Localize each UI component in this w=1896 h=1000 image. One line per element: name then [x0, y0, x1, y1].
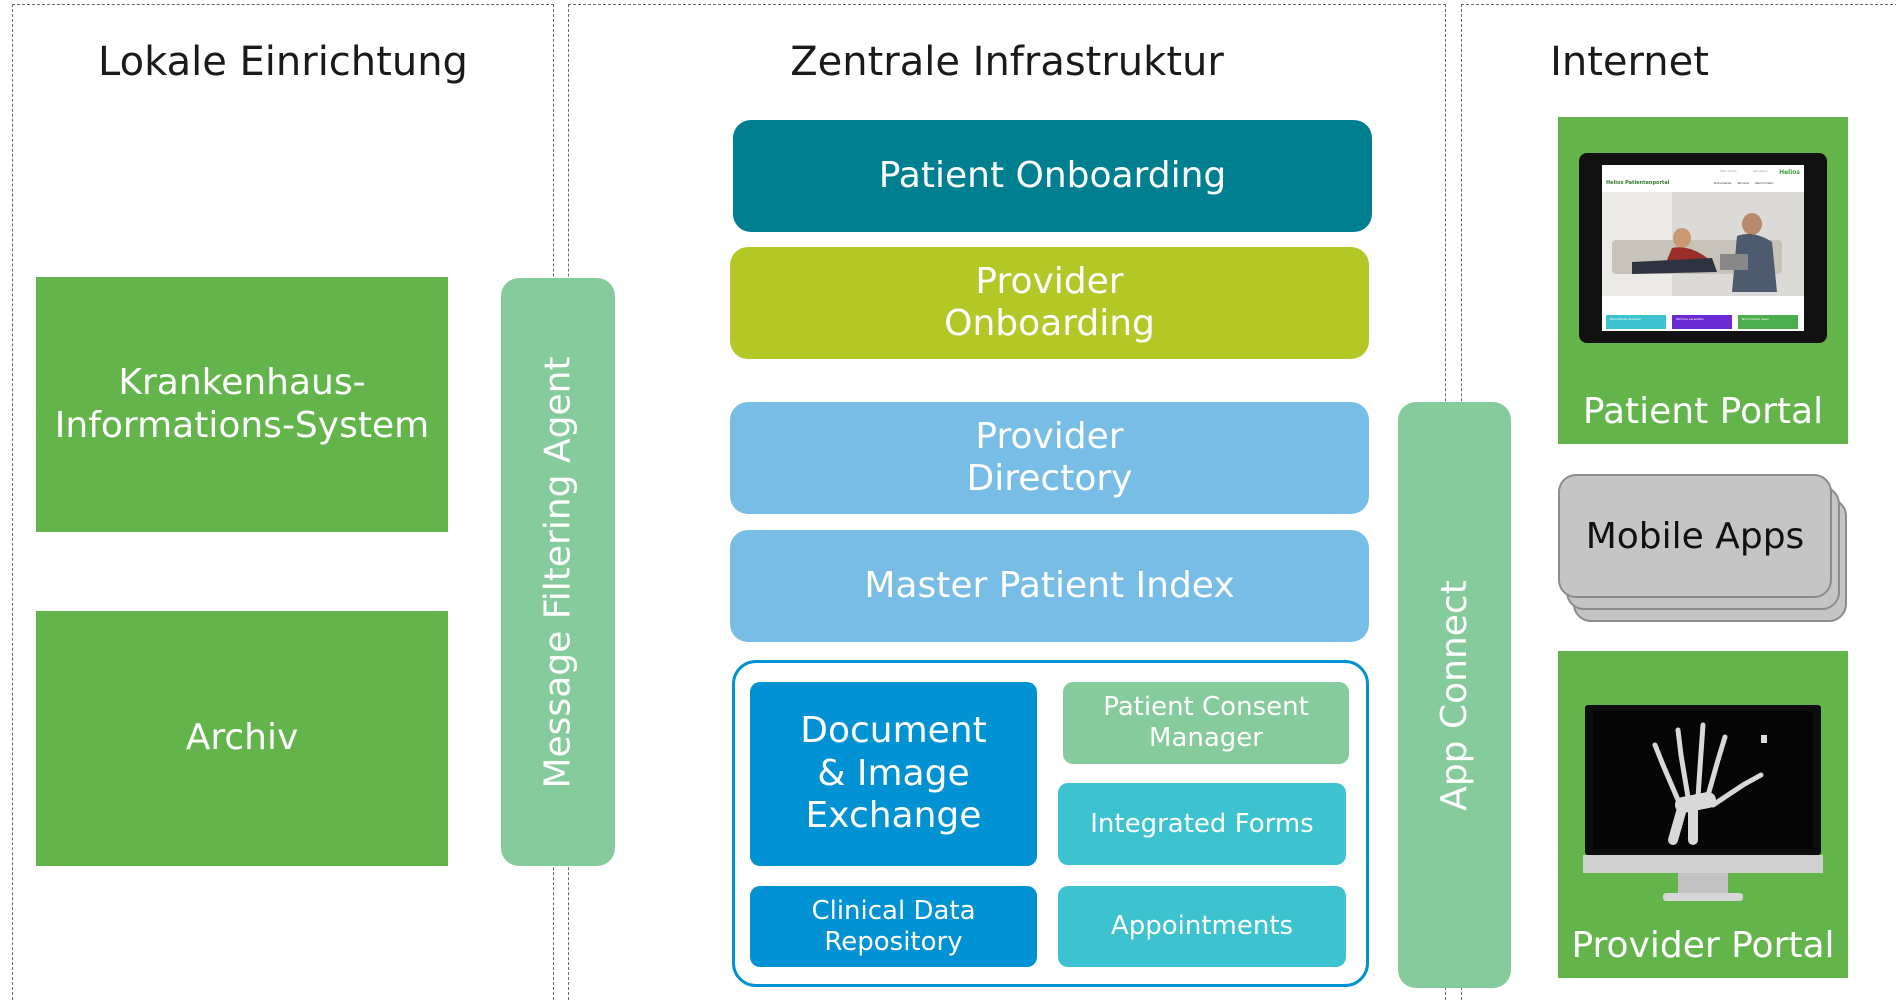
tablet-button-1: Dokumente ansehen	[1606, 315, 1666, 329]
patient-consent-manager-box: Patient Consent Manager	[1063, 682, 1349, 764]
tablet-nav: Dokumente Termine Nachrichten	[1714, 181, 1773, 185]
his-label: Krankenhaus- Informations-System	[54, 362, 430, 446]
message-filtering-agent: Message Filtering Agent	[501, 278, 615, 866]
provider-onboarding-box: Provider Onboarding	[730, 247, 1369, 359]
document-exchange-box: Document & Image Exchange	[750, 682, 1037, 866]
tablet-top-link-2: Abmelden	[1752, 169, 1768, 173]
provider-portal-label: Provider Portal	[1571, 925, 1835, 966]
clinical-data-repository-box: Clinical Data Repository	[750, 886, 1037, 967]
tablet-title: Helios Patientenportal	[1606, 180, 1670, 186]
tablet-brand: Helios	[1779, 169, 1800, 176]
integrated-forms-box: Integrated Forms	[1058, 783, 1346, 865]
zone-title-internet: Internet	[1550, 39, 1709, 85]
tablet-photo	[1602, 192, 1804, 296]
patient-consent-manager-label: Patient Consent Manager	[1103, 692, 1309, 753]
monitor-xray-icon	[1583, 705, 1823, 901]
provider-portal-card: Provider Portal	[1558, 651, 1848, 978]
tablet-nav-3: Nachrichten	[1755, 181, 1774, 185]
app-connect: App Connect	[1398, 402, 1511, 988]
appointments-label: Appointments	[1110, 911, 1294, 942]
patient-portal-card: Helios Mein Konto Abmelden Helios Patien…	[1558, 117, 1848, 444]
master-patient-index-label: Master Patient Index	[864, 564, 1235, 606]
app-connect-label: App Connect	[1434, 579, 1475, 811]
tablet-top-link-1: Mein Konto	[1720, 169, 1737, 173]
tablet-icon: Helios Mein Konto Abmelden Helios Patien…	[1579, 153, 1827, 343]
tablet-nav-1: Dokumente	[1714, 181, 1732, 185]
mobile-apps-card: Mobile Apps	[1558, 474, 1832, 598]
appointments-box: Appointments	[1058, 886, 1346, 967]
tablet-button-3-label: Nachrichten lesen	[1742, 317, 1770, 321]
provider-onboarding-label: Provider Onboarding	[944, 260, 1155, 344]
exchange-group	[732, 660, 1369, 987]
mobile-apps-label: Mobile Apps	[1585, 515, 1805, 557]
tablet-screen: Helios Mein Konto Abmelden Helios Patien…	[1602, 165, 1804, 331]
archive-label: Archiv	[185, 717, 299, 759]
tablet-button-2-label: Termine verwalten	[1676, 317, 1704, 321]
archive-box: Archiv	[36, 611, 448, 866]
clinical-data-repository-label: Clinical Data Repository	[811, 895, 976, 957]
integrated-forms-label: Integrated Forms	[1090, 808, 1314, 839]
zone-title-local: Lokale Einrichtung	[98, 39, 468, 85]
tablet-button-1-label: Dokumente ansehen	[1610, 317, 1642, 321]
provider-directory-box: Provider Directory	[730, 402, 1369, 514]
patient-onboarding-box: Patient Onboarding	[733, 120, 1372, 232]
master-patient-index-box: Master Patient Index	[730, 530, 1369, 642]
tablet-button-3: Nachrichten lesen	[1738, 315, 1798, 329]
his-box: Krankenhaus- Informations-System	[36, 277, 448, 532]
tablet-button-2: Termine verwalten	[1672, 315, 1732, 329]
message-filtering-label: Message Filtering Agent	[537, 355, 579, 789]
tablet-nav-2: Termine	[1737, 181, 1750, 185]
tablet-top-links: Mein Konto Abmelden	[1720, 169, 1768, 173]
patient-onboarding-label: Patient Onboarding	[878, 154, 1227, 196]
zone-title-central: Zentrale Infrastruktur	[790, 39, 1224, 85]
patient-portal-label: Patient Portal	[1582, 391, 1824, 432]
provider-directory-label: Provider Directory	[966, 415, 1133, 499]
document-exchange-label: Document & Image Exchange	[800, 710, 987, 837]
